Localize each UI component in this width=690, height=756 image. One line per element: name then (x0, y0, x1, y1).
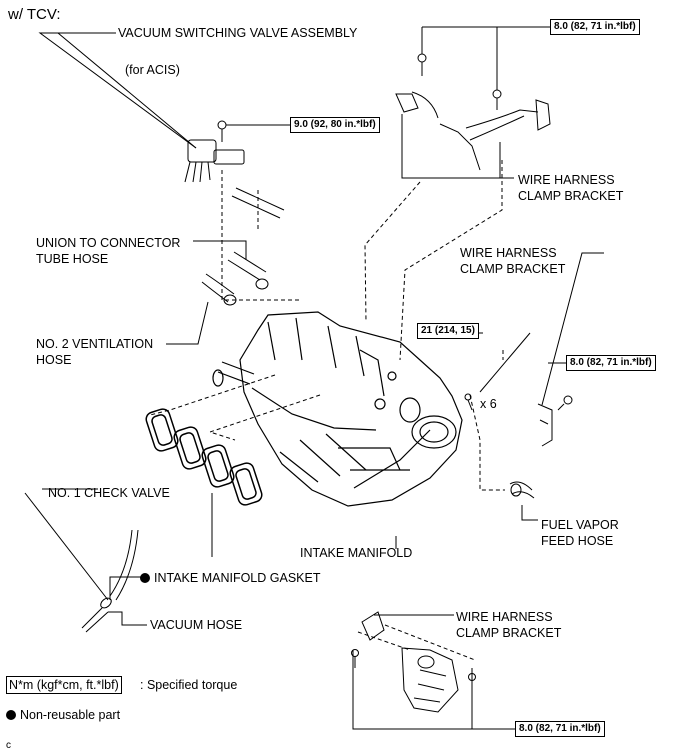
label-union-to-connector-tube-hose: UNION TO CONNECTOR TUBE HOSE (36, 236, 181, 266)
alignment-lines (149, 160, 505, 661)
label-wire-harness-clamp-bracket-top: WIRE HARNESS CLAMP BRACKET (518, 173, 624, 203)
legend-torque-unit: N*m (kgf*cm, ft.*lbf) (6, 676, 122, 694)
legend-torque-description: : Specified torque (140, 678, 238, 692)
torque-box-vsv: 9.0 (92, 80 in.*lbf) (290, 117, 380, 133)
check-valve-and-vacuum-hose (81, 529, 139, 633)
label-fuel-vapor-feed-hose: FUEL VAPOR FEED HOSE (541, 518, 619, 548)
label-wire-harness-clamp-bracket-mid: WIRE HARNESS CLAMP BRACKET (460, 246, 566, 276)
label-intake-manifold: INTAKE MANIFOLD (300, 546, 413, 560)
ventilation-hose (201, 273, 237, 306)
nonreusable-dot-icon (140, 573, 150, 583)
torque-box-manifold: 21 (214, 15) (417, 323, 479, 339)
label-wire-harness-clamp-bracket-bottom: WIRE HARNESS CLAMP BRACKET (456, 610, 562, 640)
vacuum-switching-valve (184, 139, 245, 183)
label-no1-check-valve: NO. 1 CHECK VALVE (48, 486, 170, 500)
bolts (217, 53, 573, 690)
label-for-acis: (for ACIS) (125, 63, 180, 77)
bottom-bracket-assembly (361, 611, 459, 713)
intake-manifold-gaskets (145, 408, 263, 506)
label-vacuum-hose: VACUUM HOSE (150, 618, 243, 632)
label-quantity-x6: x 6 (480, 397, 497, 411)
intake-manifold (212, 311, 463, 507)
footer-code: c (6, 740, 11, 751)
nonreusable-legend-dot-icon (6, 710, 16, 720)
header-label: w/ TCV: (8, 6, 61, 23)
torque-box-top-right: 8.0 (82, 71 in.*lbf) (550, 19, 640, 35)
torque-box-mid-right: 8.0 (82, 71 in.*lbf) (566, 355, 656, 371)
label-no2-ventilation-hose: NO. 2 VENTILATION HOSE (36, 337, 154, 367)
legend-nonreusable-text: Non-reusable part (20, 708, 121, 722)
torque-box-bottom: 8.0 (82, 71 in.*lbf) (515, 721, 605, 737)
label-intake-manifold-gasket: INTAKE MANIFOLD GASKET (140, 570, 320, 586)
label-vacuum-switching-valve: VACUUM SWITCHING VALVE ASSEMBLY (118, 26, 358, 40)
mid-right-bracket (537, 403, 553, 447)
legend-nonreusable: Non-reusable part (6, 707, 120, 723)
top-harness-bracket (395, 91, 551, 171)
leader-lines (24, 26, 604, 730)
fuel-vapor-hose (509, 481, 535, 499)
label-gasket-text: INTAKE MANIFOLD GASKET (154, 571, 321, 585)
union-hose (227, 187, 285, 290)
